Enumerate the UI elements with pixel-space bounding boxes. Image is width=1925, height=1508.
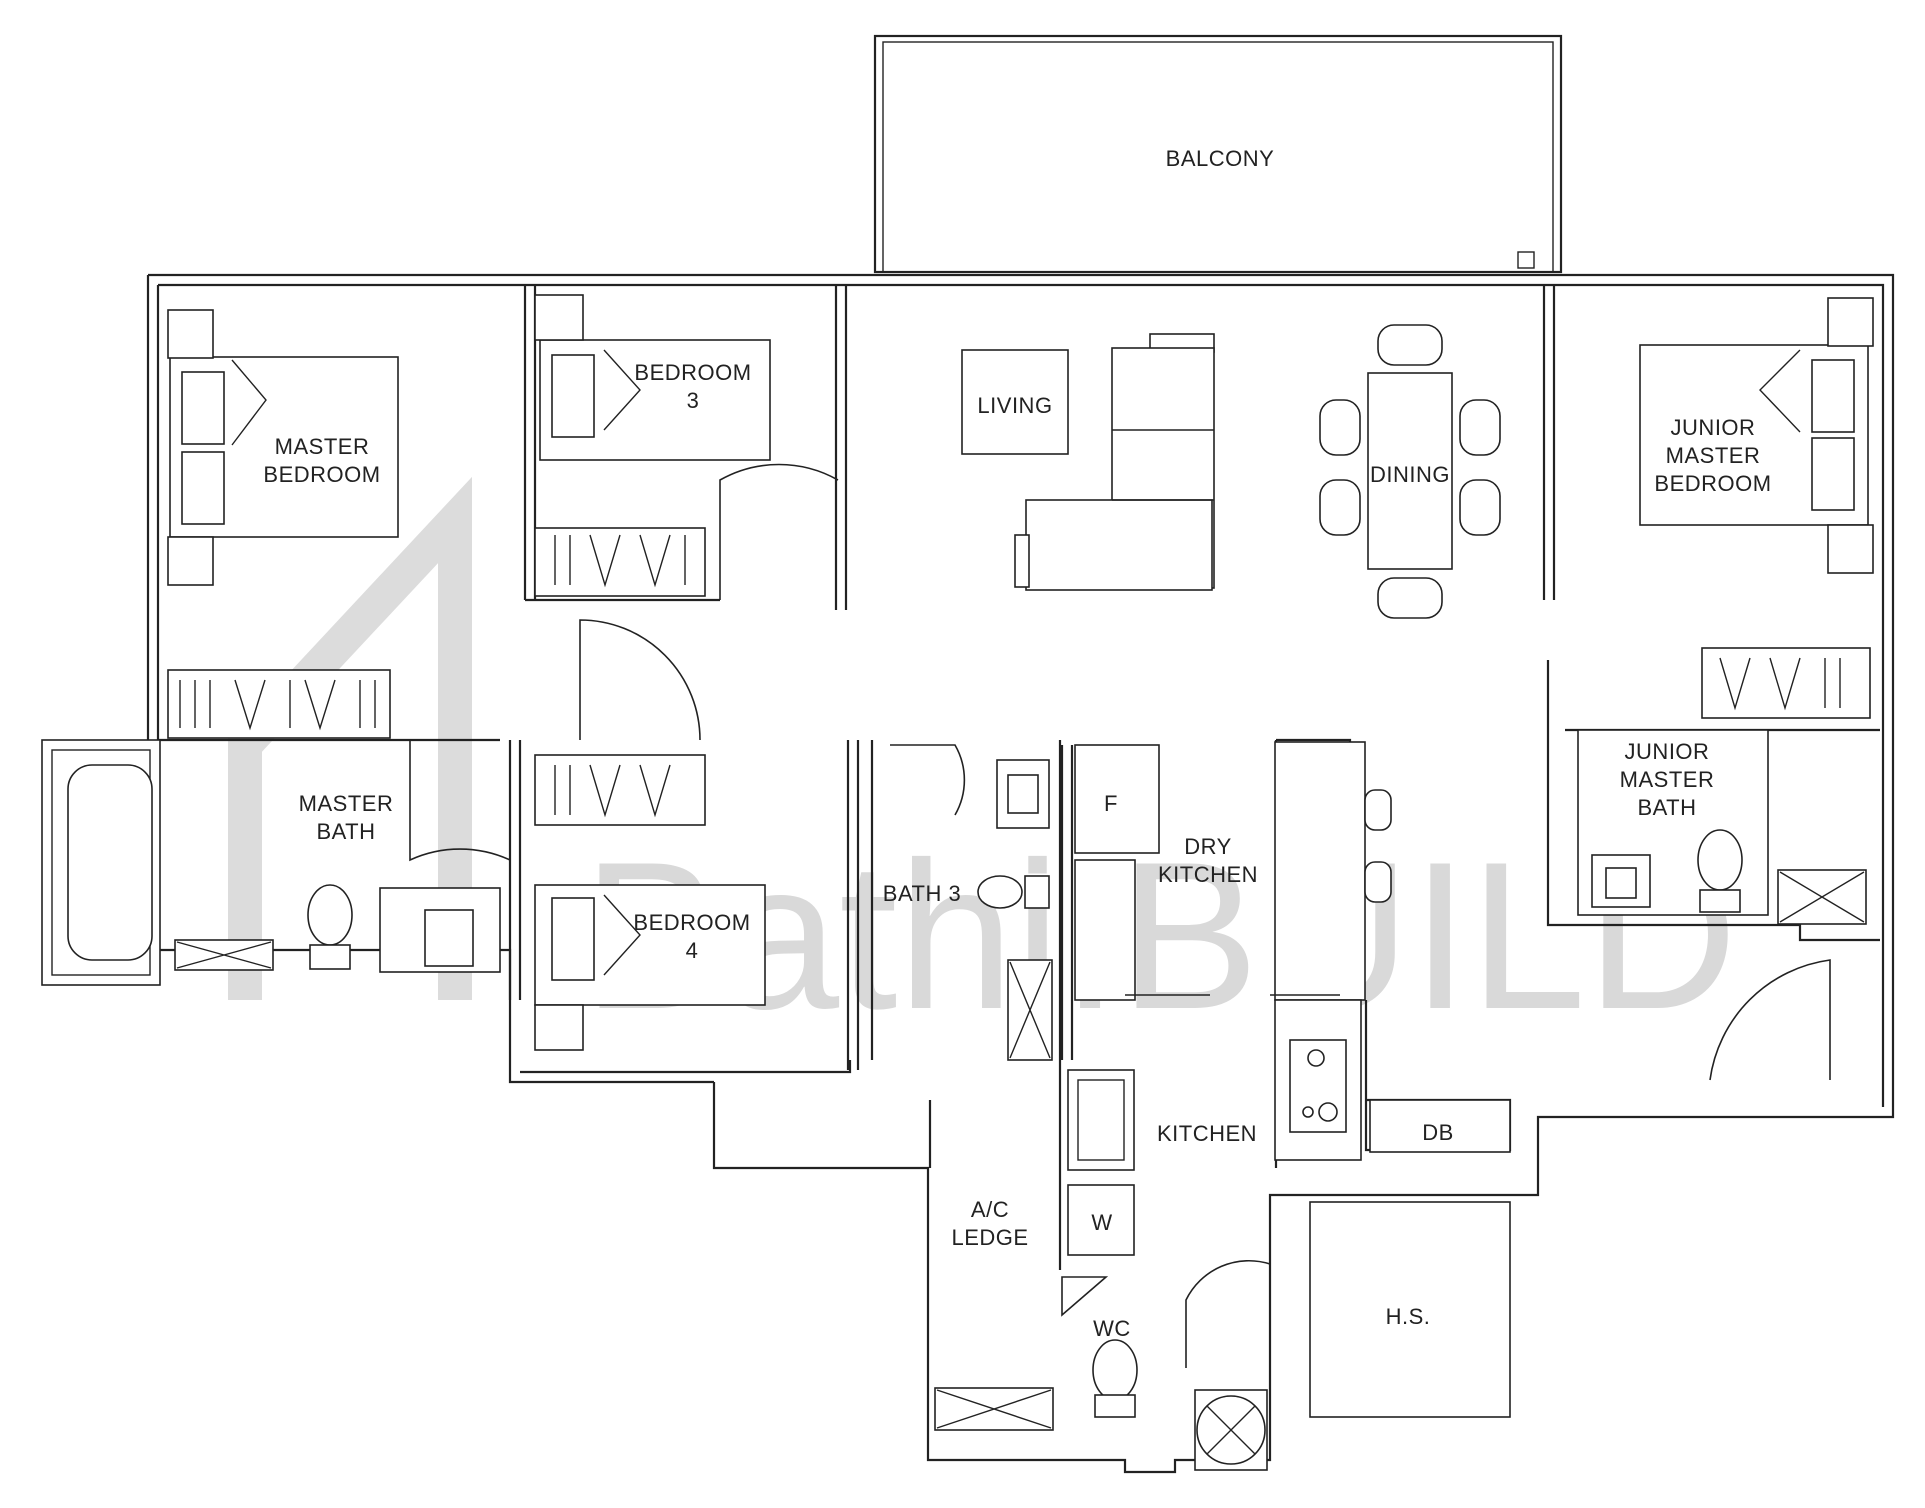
- bedroom-3-furniture: [534, 294, 839, 600]
- bedroom-4-furniture: [534, 619, 766, 1051]
- master-bath-fixtures: [41, 739, 511, 986]
- label-washer: W: [1091, 1210, 1112, 1235]
- kitchen-fixtures: [1067, 741, 1511, 1418]
- bath-3-fixtures: [890, 744, 1053, 1061]
- living-furniture: [961, 333, 1215, 591]
- watermark: Bathi.BUILD: [228, 476, 1738, 1053]
- master-bedroom-furniture: [167, 309, 399, 739]
- label-balcony: BALCONY: [1166, 146, 1275, 171]
- label-household-shelter: H.S.: [1386, 1304, 1431, 1329]
- ac-ledge-wc-fixtures: [934, 1259, 1271, 1471]
- label-db: DB: [1422, 1120, 1454, 1145]
- label-kitchen: KITCHEN: [1157, 1121, 1257, 1146]
- watermark-text: Bathi.BUILD: [582, 818, 1738, 1053]
- label-dining: DINING: [1370, 462, 1450, 487]
- label-fridge: F: [1104, 791, 1118, 816]
- junior-master-bath-fixtures: [1577, 729, 1867, 1081]
- junior-master-bedroom-furniture: [1639, 297, 1874, 719]
- label-bath-3: BATH 3: [883, 881, 961, 906]
- dining-furniture: [1319, 324, 1501, 619]
- label-living: LIVING: [977, 393, 1052, 418]
- balcony: [873, 34, 1563, 274]
- label-wc: WC: [1093, 1316, 1131, 1341]
